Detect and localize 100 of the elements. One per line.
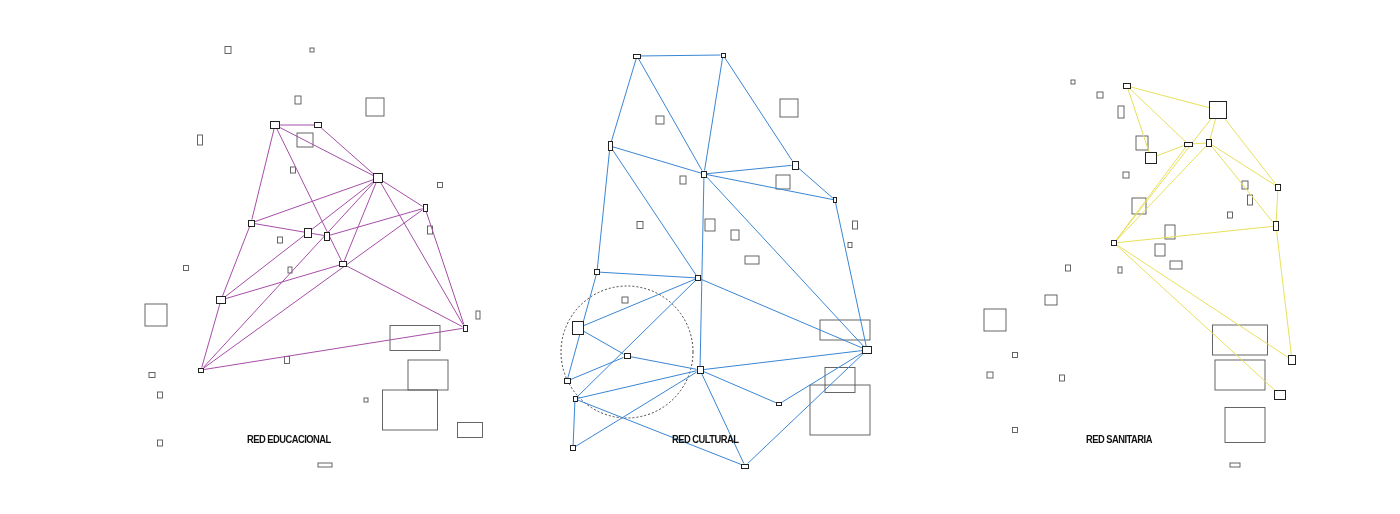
network-title: RED SANITARIA	[1086, 433, 1152, 445]
building-marker	[422, 204, 428, 212]
building-marker	[339, 261, 347, 267]
network-line	[425, 211, 465, 325]
building-marker	[570, 445, 576, 451]
building-marker	[198, 367, 204, 373]
network-line	[276, 128, 343, 262]
network-line	[279, 124, 315, 126]
network-line	[835, 202, 867, 347]
network-line	[203, 209, 423, 369]
network-line	[583, 278, 696, 326]
network-line	[570, 356, 624, 381]
building-marker	[776, 402, 782, 406]
building-marker	[1183, 141, 1193, 147]
building-marker	[314, 122, 322, 128]
network-line	[706, 174, 834, 201]
network-line	[1275, 190, 1279, 222]
building-marker	[373, 173, 383, 183]
building-marker	[1288, 355, 1296, 365]
network-line	[577, 280, 696, 398]
building-marker	[607, 141, 613, 151]
network-line	[577, 370, 697, 399]
building-marker	[1209, 101, 1227, 119]
building-marker	[695, 275, 701, 281]
network-title: RED CULTURAL	[672, 433, 739, 445]
network-line	[703, 371, 777, 404]
network-line	[1224, 118, 1276, 184]
building-marker	[594, 269, 600, 275]
network-line	[1127, 88, 1150, 153]
network-line	[1276, 230, 1292, 356]
building-marker	[1145, 152, 1157, 164]
network-line	[1129, 88, 1186, 142]
network-line	[630, 356, 697, 370]
network-line	[329, 208, 423, 236]
network-line	[380, 182, 464, 325]
network-line	[343, 182, 377, 262]
building-marker	[833, 197, 837, 203]
network-line	[254, 223, 325, 236]
building-marker	[247, 219, 255, 227]
building-marker	[701, 170, 707, 178]
network-line	[1211, 144, 1276, 186]
network-line	[706, 176, 864, 347]
network-line	[611, 58, 637, 142]
network-line	[1192, 142, 1207, 145]
network-line	[225, 264, 340, 299]
building-marker	[633, 53, 641, 59]
network-line	[201, 303, 221, 368]
network-line	[279, 127, 374, 176]
network-line	[612, 146, 702, 174]
building-marker	[216, 296, 226, 304]
building-marker	[1111, 240, 1117, 246]
network-line	[346, 265, 463, 328]
building-marker	[324, 231, 330, 241]
network-line	[1116, 244, 1289, 358]
building-marker	[270, 121, 280, 129]
network-line	[798, 167, 834, 199]
network-line	[700, 278, 863, 349]
network-line	[577, 399, 742, 465]
building-marker	[741, 463, 749, 469]
network-line	[222, 226, 251, 297]
network-line	[703, 350, 863, 371]
building-marker	[1273, 221, 1279, 231]
network-line	[1156, 145, 1184, 157]
network-line	[254, 179, 374, 223]
network-line	[1130, 86, 1210, 109]
network-line	[202, 182, 374, 368]
network-line	[320, 127, 374, 175]
network-line	[640, 54, 721, 57]
network-line	[1115, 146, 1187, 241]
network-line	[203, 327, 463, 370]
network-line	[781, 352, 863, 403]
building-marker	[304, 228, 312, 238]
network-line	[612, 149, 697, 276]
building-marker	[1275, 183, 1281, 191]
network-line	[382, 180, 423, 207]
network-line	[724, 57, 793, 161]
network-line	[251, 128, 275, 220]
network-line	[706, 164, 792, 175]
network-line	[575, 371, 697, 447]
network-line	[1116, 145, 1207, 241]
building-marker	[1206, 139, 1212, 147]
network-line	[572, 401, 576, 446]
network-title: RED EDUCACIONAL	[247, 433, 331, 445]
building-marker	[623, 353, 631, 359]
network-line	[704, 57, 724, 171]
network-line	[1209, 118, 1217, 140]
network-line	[567, 274, 597, 379]
network-line	[637, 58, 703, 171]
building-marker	[1123, 83, 1131, 89]
network-line	[599, 271, 696, 279]
network-line	[1211, 146, 1274, 223]
network-line	[225, 181, 374, 297]
network-line	[701, 373, 745, 464]
building-marker	[862, 346, 872, 354]
building-marker	[720, 52, 726, 58]
building-marker	[572, 321, 584, 335]
network-line	[699, 177, 705, 367]
building-marker	[563, 378, 571, 384]
network-line	[1116, 225, 1274, 244]
network-line	[747, 353, 864, 464]
